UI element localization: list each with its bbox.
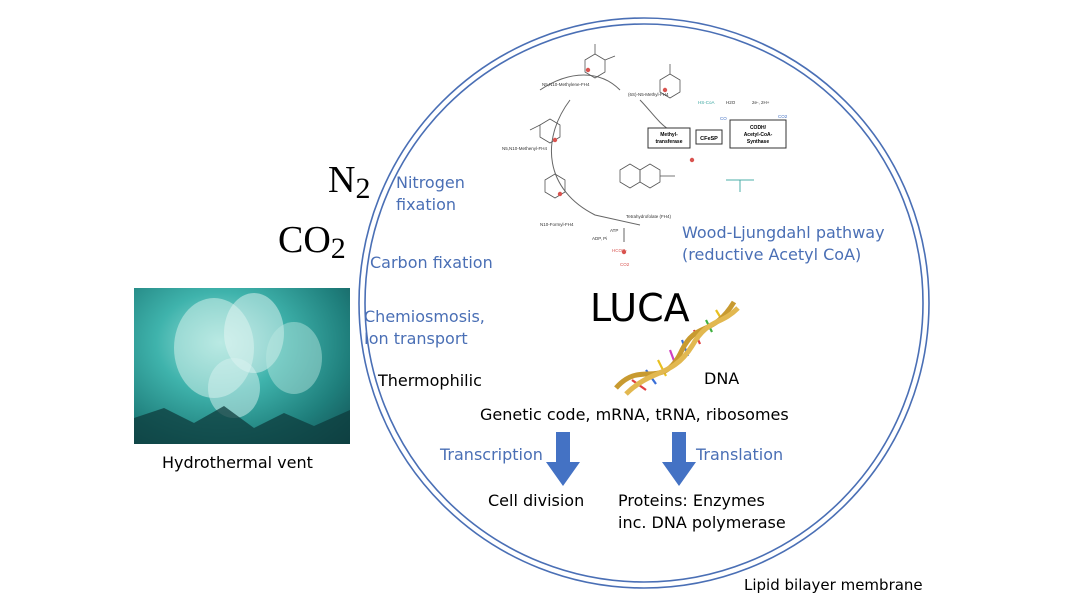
cell-division-label: Cell division [488,491,585,510]
transcription-label: Transcription [440,445,543,464]
transcription-arrow [546,432,580,486]
n2-subscript: 2 [355,172,371,205]
methyltransferase-box [647,127,691,149]
n2-base: N [328,159,356,201]
hydrothermal-vent-photo [134,288,350,444]
molecule-sketch-center [619,163,675,189]
n2-molecule: N2 [328,159,371,205]
pathway-cycle-arc [550,99,641,226]
thermophilic-label: Thermophilic [378,371,482,390]
membrane-inner-ring [364,23,924,583]
methylene-label: N5,N10-Methylene-FH4 [542,82,590,87]
hscoa-label: HS-CoA [698,100,715,105]
formyl-label: N10-Formyl-FH4 [540,222,574,227]
e2h-label: 2e-, 2H+ [752,100,770,105]
vent-smoke-plumes [134,293,350,444]
svg-text:transferase: transferase [656,139,683,145]
cfesp-label: CFeSP [700,136,718,142]
membrane-outer-ring [358,17,930,589]
molecule-sketch-top [584,44,681,99]
translation-arrow [662,432,696,486]
bottom-co2-label: CO2 [620,262,630,267]
proteins-label: Proteins: Enzymes inc. DNA polymerase [618,491,786,532]
codh-label: CODH/ [750,125,767,131]
methyl-label: (6S)-N5-Methyl-FH4 [628,92,669,97]
red-functional-groups [552,67,695,255]
h2o-label: H2O [726,100,736,105]
nitrogen-fixation-label: Nitrogen fixation [396,173,465,214]
tetrahydrofolate-label: Tetrahydrofolate (FH4) [626,214,672,219]
atp-label: ATP [610,228,618,233]
co-label: CO [720,116,727,121]
membrane-label: Lipid bilayer membrane [744,576,923,594]
molecule-sketch-left [529,118,566,199]
wood-ljungdahl-label: Wood-Ljungdahl pathway (reductive Acetyl… [682,223,885,264]
dna-strand-b [624,306,740,396]
methenyl-label: N5,N10-Methenyl-FH4 [502,146,548,151]
dna-label: DNA [704,369,740,388]
co2-subscript: 2 [330,232,346,265]
luca-title: LUCA [590,286,690,330]
pathway-top-arc [539,74,621,91]
svg-text:Synthase: Synthase [747,139,769,145]
svg-text:Acetyl-CoA-: Acetyl-CoA- [744,132,773,138]
dna-helix-image [614,300,740,396]
chemiosmosis-label: Chemiosmosis, Ion transport [364,307,485,348]
vent-caption: Hydrothermal vent [162,453,313,472]
co2-small-label: CO2 [778,114,788,119]
carbon-fixation-label: Carbon fixation [370,253,493,272]
acetyl-coa-sketch [726,179,754,192]
co2-molecule: CO2 [278,219,346,265]
hcoo-label: HCOO- [612,248,628,253]
methyltransferase-label: Methyl- [660,132,678,138]
cfesp-box [695,129,723,145]
translation-label: Translation [696,445,784,464]
codh-box [729,119,787,149]
pathway-right-arrow [639,99,671,131]
co2-base: CO [278,219,331,261]
genetic-code-label: Genetic code, mRNA, tRNA, ribosomes [480,405,789,424]
wood-ljungdahl-pathway-diagram: Methyl- transferase CFeSP CODH/ Acetyl-C… [502,44,788,267]
adp-label: ADP, Pi [592,236,607,241]
